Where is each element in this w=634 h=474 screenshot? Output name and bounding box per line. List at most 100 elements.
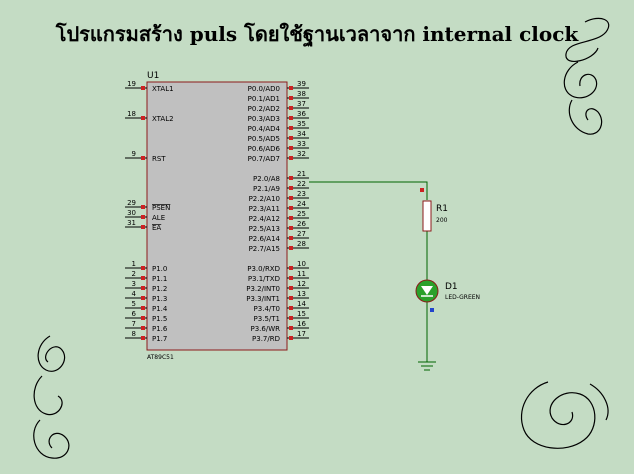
- pin-marker: [289, 236, 293, 240]
- pin-number: 18: [127, 110, 136, 118]
- pin-label: P0.5/AD5: [248, 135, 280, 143]
- pin-label: P2.0/A8: [253, 175, 280, 183]
- pin-number: 33: [297, 140, 306, 148]
- pin-label: P1.7: [152, 335, 167, 343]
- pin-number: 28: [297, 240, 306, 248]
- scribble-bottom-right: [520, 381, 609, 449]
- pin-label: RST: [152, 155, 166, 163]
- pin-label: P2.5/A13: [249, 225, 280, 233]
- pin-number: 39: [297, 80, 306, 88]
- pin-marker: [289, 266, 293, 270]
- mcu-chip: U1AT89C5119XTAL118XTAL29RST29PSEN30ALE31…: [125, 71, 309, 361]
- pin-marker: [141, 316, 145, 320]
- pin-label: P0.2/AD2: [248, 105, 280, 113]
- pin-number: 12: [297, 280, 306, 288]
- pin-number: 35: [297, 120, 306, 128]
- pin-label: P1.2: [152, 285, 167, 293]
- pin-marker: [420, 188, 424, 192]
- wire-p20-to-r1: [309, 181, 428, 200]
- pin-label: P2.2/A10: [249, 195, 280, 203]
- resistor-body: [422, 200, 432, 232]
- pin-label: XTAL1: [152, 85, 174, 93]
- pin-marker: [289, 196, 293, 200]
- pin-label: P0.7/AD7: [248, 155, 280, 163]
- pin-label: P0.3/AD3: [248, 115, 280, 123]
- pin-marker: [289, 116, 293, 120]
- pin-number: 1: [132, 260, 136, 268]
- pin-label: P0.1/AD1: [248, 95, 280, 103]
- pin-number: 36: [297, 110, 306, 118]
- pin-label: P3.7/RD: [252, 335, 280, 343]
- pin-label: P3.4/T0: [254, 305, 280, 313]
- pin-label: P3.2/INT0: [246, 285, 280, 293]
- pin-number: 27: [297, 230, 306, 238]
- pin-number: 3: [132, 280, 136, 288]
- wires: [309, 181, 428, 362]
- pin-label: P2.6/A14: [249, 235, 281, 243]
- pin-marker: [289, 336, 293, 340]
- scribble-bottom-left: [33, 335, 70, 459]
- pin-label: P1.4: [152, 305, 168, 313]
- pin-label: P3.1/TXD: [248, 275, 280, 283]
- pin-marker: [289, 226, 293, 230]
- pin-marker: [289, 136, 293, 140]
- pin-marker: [289, 316, 293, 320]
- resistor-ref: R1: [436, 204, 448, 214]
- pin-number: 14: [297, 300, 306, 308]
- pin-label: P2.7/A15: [249, 245, 280, 253]
- pin-number: 10: [297, 260, 306, 268]
- pin-marker: [141, 266, 145, 270]
- pin-marker: [289, 326, 293, 330]
- pin-number: 38: [297, 90, 306, 98]
- pin-label: P2.3/A11: [249, 205, 280, 213]
- pin-label: P0.0/AD0: [248, 85, 280, 93]
- pin-label: P1.0: [152, 265, 167, 273]
- pin-label: P1.1: [152, 275, 167, 283]
- pin-marker: [289, 126, 293, 130]
- pin-label: XTAL2: [152, 115, 174, 123]
- pin-marker: [289, 86, 293, 90]
- pin-number: 24: [297, 200, 306, 208]
- pin-number: 2: [132, 270, 136, 278]
- pin-marker: [289, 156, 293, 160]
- pin-label: P3.3/INT1: [246, 295, 280, 303]
- pin-marker: [289, 286, 293, 290]
- pin-number: 31: [127, 219, 136, 227]
- pin-number: 22: [297, 180, 306, 188]
- handwritten-scribbles: [33, 17, 610, 459]
- pin-marker: [289, 246, 293, 250]
- mcu-body: [146, 81, 288, 351]
- page-title: โปรแกรมสร้าง puls โดยใช้ฐานเวลาจาก inter…: [55, 22, 579, 46]
- pin-marker: [141, 326, 145, 330]
- pin-marker: [289, 186, 293, 190]
- pin-label: P0.4/AD4: [248, 125, 281, 133]
- pin-label: P1.6: [152, 325, 168, 333]
- mcu-ref: U1: [147, 71, 159, 81]
- pin-marker: [289, 146, 293, 150]
- pin-label: P2.1/A9: [253, 185, 280, 193]
- pin-label: P3.5/T1: [254, 315, 280, 323]
- pin-marker: [289, 176, 293, 180]
- pin-label: EA: [152, 224, 161, 232]
- pin-marker: [430, 308, 434, 312]
- pin-marker: [141, 86, 145, 90]
- pin-number: 17: [297, 330, 306, 338]
- pin-number: 9: [132, 150, 136, 158]
- pin-label: ALE: [152, 214, 165, 222]
- pin-number: 29: [127, 199, 136, 207]
- pin-number: 21: [297, 170, 306, 178]
- pin-marker: [289, 276, 293, 280]
- pin-marker: [141, 336, 145, 340]
- pin-label: P3.0/RXD: [247, 265, 280, 273]
- pin-number: 37: [297, 100, 306, 108]
- pin-number: 7: [132, 320, 136, 328]
- pin-number: 15: [297, 310, 306, 318]
- pin-label: P0.6/AD6: [248, 145, 281, 153]
- pin-number: 16: [297, 320, 306, 328]
- pin-marker: [289, 206, 293, 210]
- pin-marker: [141, 205, 145, 209]
- pin-number: 19: [127, 80, 136, 88]
- pin-label: PSEN: [152, 204, 170, 212]
